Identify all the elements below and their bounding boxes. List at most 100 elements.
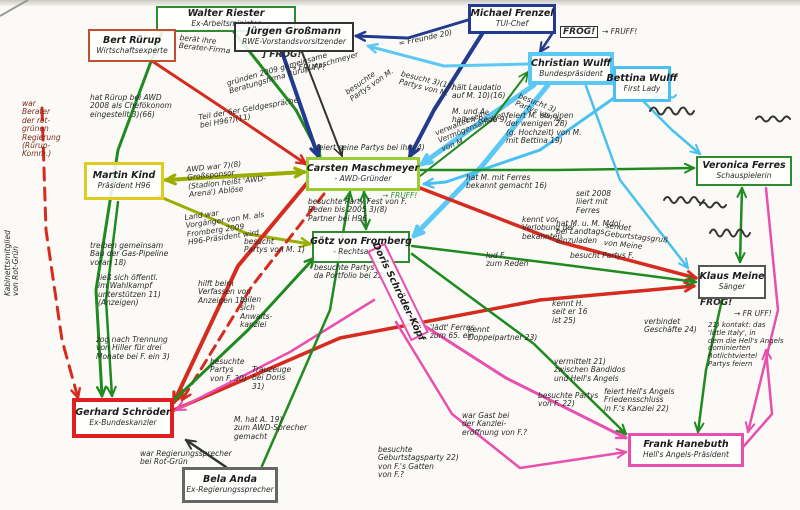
- arrowhead-icon: [693, 421, 699, 433]
- arrowhead-icon: [678, 262, 689, 269]
- annotation-a19: hat M. u. M. Mdoj bei Landtags einzulade…: [556, 219, 621, 245]
- arrowhead-icon: [341, 145, 344, 157]
- arrowhead-icon: [736, 187, 743, 198]
- node-label: Walter Riester: [187, 8, 265, 20]
- edge-maschmeyer-meine: [418, 186, 698, 280]
- annotation-a47: ] FROG!: [262, 50, 302, 60]
- node-label: Michael Frenzel: [470, 8, 554, 20]
- edge-bettina-ferres: [642, 100, 702, 156]
- edge-ferres-meine: [738, 186, 744, 264]
- edge-wulff-fromberg: [411, 82, 551, 239]
- node-label: Klaus Meine: [699, 271, 765, 283]
- annotation-a23: 'lädt' Ferres zum 65. ein: [430, 323, 475, 341]
- edge-maschmeyer-schroeder: [172, 180, 310, 404]
- arrowhead-icon: [539, 45, 550, 53]
- edge-grossmann-maschmeyer-navy: [280, 50, 320, 158]
- annotation-a22: lud F. zum Reden: [486, 251, 529, 269]
- node-label: Bela Anda: [203, 474, 257, 486]
- arrowhead-icon: [366, 42, 380, 48]
- edge-doris-schroeder: [174, 298, 376, 412]
- edge-hanebuth-note: [742, 348, 774, 448]
- arrowhead-icon: [360, 219, 367, 230]
- node-subtitle: Sänger: [718, 282, 746, 292]
- arrowhead-icon: [684, 284, 696, 293]
- arrowhead-icon: [354, 30, 367, 38]
- arrowhead-icon: [300, 237, 312, 246]
- edge-ferres-hanebuth: [746, 186, 780, 434]
- edge-riester-schroeder: [94, 30, 164, 398]
- annotation-a27: vermittelt 21) zwischen Bandidos und Hel…: [554, 357, 626, 383]
- node-subtitle: RWE-Vorstandsvorsitzender: [242, 37, 346, 47]
- arrowhead-icon: [412, 224, 420, 238]
- arrowhead-icon: [689, 150, 701, 155]
- annotation-a26: verbindet Geschäfte 24): [644, 317, 697, 335]
- scribble-icon: [699, 201, 727, 209]
- annotation-a41: treiben gemeinsam Bau der Gas-Pipeline v…: [90, 241, 169, 267]
- edge-wulff-meine: [584, 84, 690, 270]
- edge-maschmeyer-wulff: [419, 71, 529, 177]
- annotation-a13: hält Laudatio auf M. 10)(16): [452, 83, 506, 101]
- arrowhead-icon: [539, 41, 543, 53]
- node-label: Frank Hanebuth: [643, 439, 729, 451]
- node-label: Gerhard Schröder: [75, 407, 171, 419]
- arrowhead-icon: [741, 187, 748, 199]
- arrowhead-icon: [365, 218, 371, 230]
- node-subtitle: Präsident H96: [97, 181, 151, 191]
- arrowhead-icon: [422, 182, 435, 189]
- annotation-a43: besucht Partys von M. 1): [244, 237, 305, 255]
- node-subtitle: Ex-Bundeskanzler: [89, 418, 157, 428]
- node-subtitle: Wirtschaftsexperte: [96, 45, 168, 55]
- node-label: Veronica Ferres: [702, 160, 786, 172]
- arrowhead-icon: [164, 173, 177, 182]
- annotation-a16: hat M. mit Ferres bekannt gemacht 16): [466, 173, 548, 191]
- edge-meine-hanebuth: [696, 298, 724, 434]
- annotation-a30: 21) kontakt: das 'little Italy', in dem …: [708, 321, 784, 369]
- edge-maschmeyer-schroeder-dash: [180, 192, 326, 402]
- arrowhead-icon: [95, 386, 104, 398]
- arrowhead-icon: [299, 242, 312, 249]
- arrowhead-icon: [747, 423, 756, 433]
- arrowhead-icon: [615, 448, 627, 453]
- arrowhead-icon: [739, 252, 746, 263]
- node-goetz-von-fromberg: Götz von Fromberg- Rechtsanwalt: [310, 231, 412, 263]
- arrowhead-icon: [684, 167, 695, 174]
- annotation-a39: hilft beim Verfassen von Anzeigen 14): [198, 279, 251, 305]
- annotation-a32: war Gast bei der Kanzlei- eröffnung von …: [462, 411, 527, 437]
- edge-wulff-grossmann: [366, 44, 530, 68]
- node-label: Bettina Wulff: [606, 73, 678, 85]
- annotation-a18: kennt vor Verlobung der bekannten: [522, 215, 575, 241]
- arrowhead-icon: [70, 389, 80, 400]
- arrowhead-icon: [175, 401, 184, 411]
- arrowhead-icon: [694, 143, 701, 155]
- arrowhead-icon: [185, 439, 197, 443]
- arrowhead-icon: [525, 71, 529, 83]
- arrowhead-icon: [111, 385, 117, 397]
- edge-doris-hanebuth-curve: [394, 320, 628, 470]
- arrowhead-icon: [363, 191, 370, 202]
- scribble-icon: [755, 115, 791, 123]
- edge-anda-schroeder: [184, 438, 228, 469]
- edge-fromberg-meine: [410, 244, 698, 284]
- annotation-a17: seit 2008 liiert mit Ferres: [576, 189, 612, 215]
- node-subtitle: TUI-Chef: [495, 19, 529, 29]
- annotation-a25: kennt H. seit er 16 ist 25): [552, 299, 588, 325]
- arrowhead-icon: [621, 423, 627, 435]
- annotation-a31: besuchte Geburtstagsparty 22) von F.'s G…: [378, 445, 459, 480]
- annotation-a02: Kabinettsmitglied von Rot-Grün: [3, 230, 21, 296]
- annotation-a09: feiert seine Partys bei ihm 4): [316, 143, 425, 152]
- arrowhead-icon: [518, 71, 529, 78]
- arrowhead-icon: [293, 170, 306, 179]
- scribble-icon: [663, 196, 705, 204]
- edge-grossmann-maschmeyer-black: [301, 51, 343, 157]
- edge-kind-maschmeyer: [164, 170, 306, 182]
- node-subtitle: Bundespräsident: [539, 68, 603, 78]
